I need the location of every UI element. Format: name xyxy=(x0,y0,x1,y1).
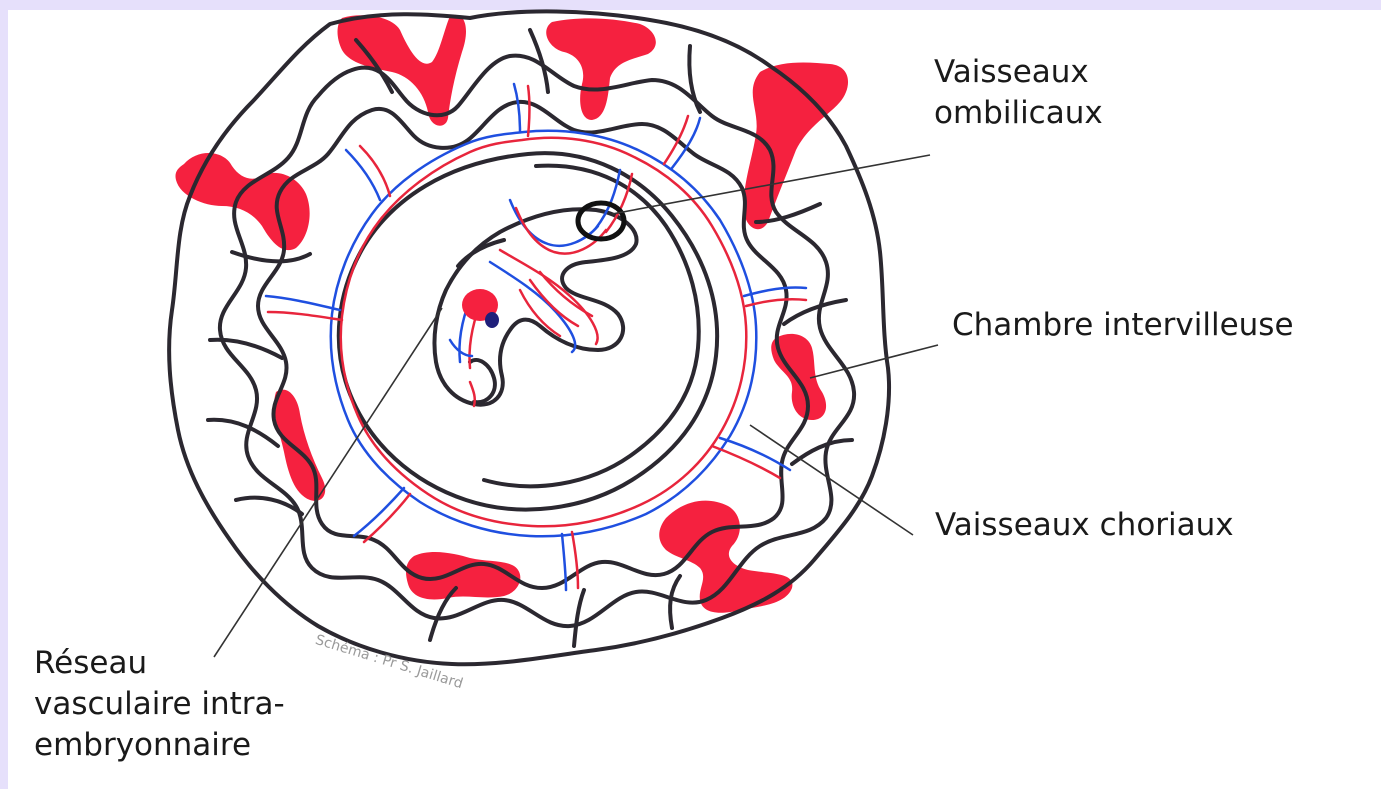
label-chorionic-vessels: Vaisseaux choriaux xyxy=(935,505,1234,546)
amniotic-cavity xyxy=(339,153,717,509)
label-network-line1: Réseau xyxy=(34,643,285,684)
blood-space-bottom xyxy=(406,552,520,599)
blood-space-left xyxy=(175,153,309,250)
label-umbilical-vessels: Vaisseaux ombilicaux xyxy=(934,52,1103,134)
label-umbilical-line1: Vaisseaux xyxy=(934,52,1103,93)
label-umbilical-line2: ombilicaux xyxy=(934,93,1103,134)
blood-space-top xyxy=(546,18,656,120)
label-network-line3: embryonnaire xyxy=(34,725,285,766)
embryo-heart xyxy=(462,289,499,328)
label-intervillous-chamber: Chambre intervilleuse xyxy=(952,305,1294,346)
leader-lines xyxy=(214,155,938,657)
label-network-line2: vasculaire intra- xyxy=(34,684,285,725)
label-intra-embryonic-network: Réseau vasculaire intra- embryonnaire xyxy=(34,643,285,766)
